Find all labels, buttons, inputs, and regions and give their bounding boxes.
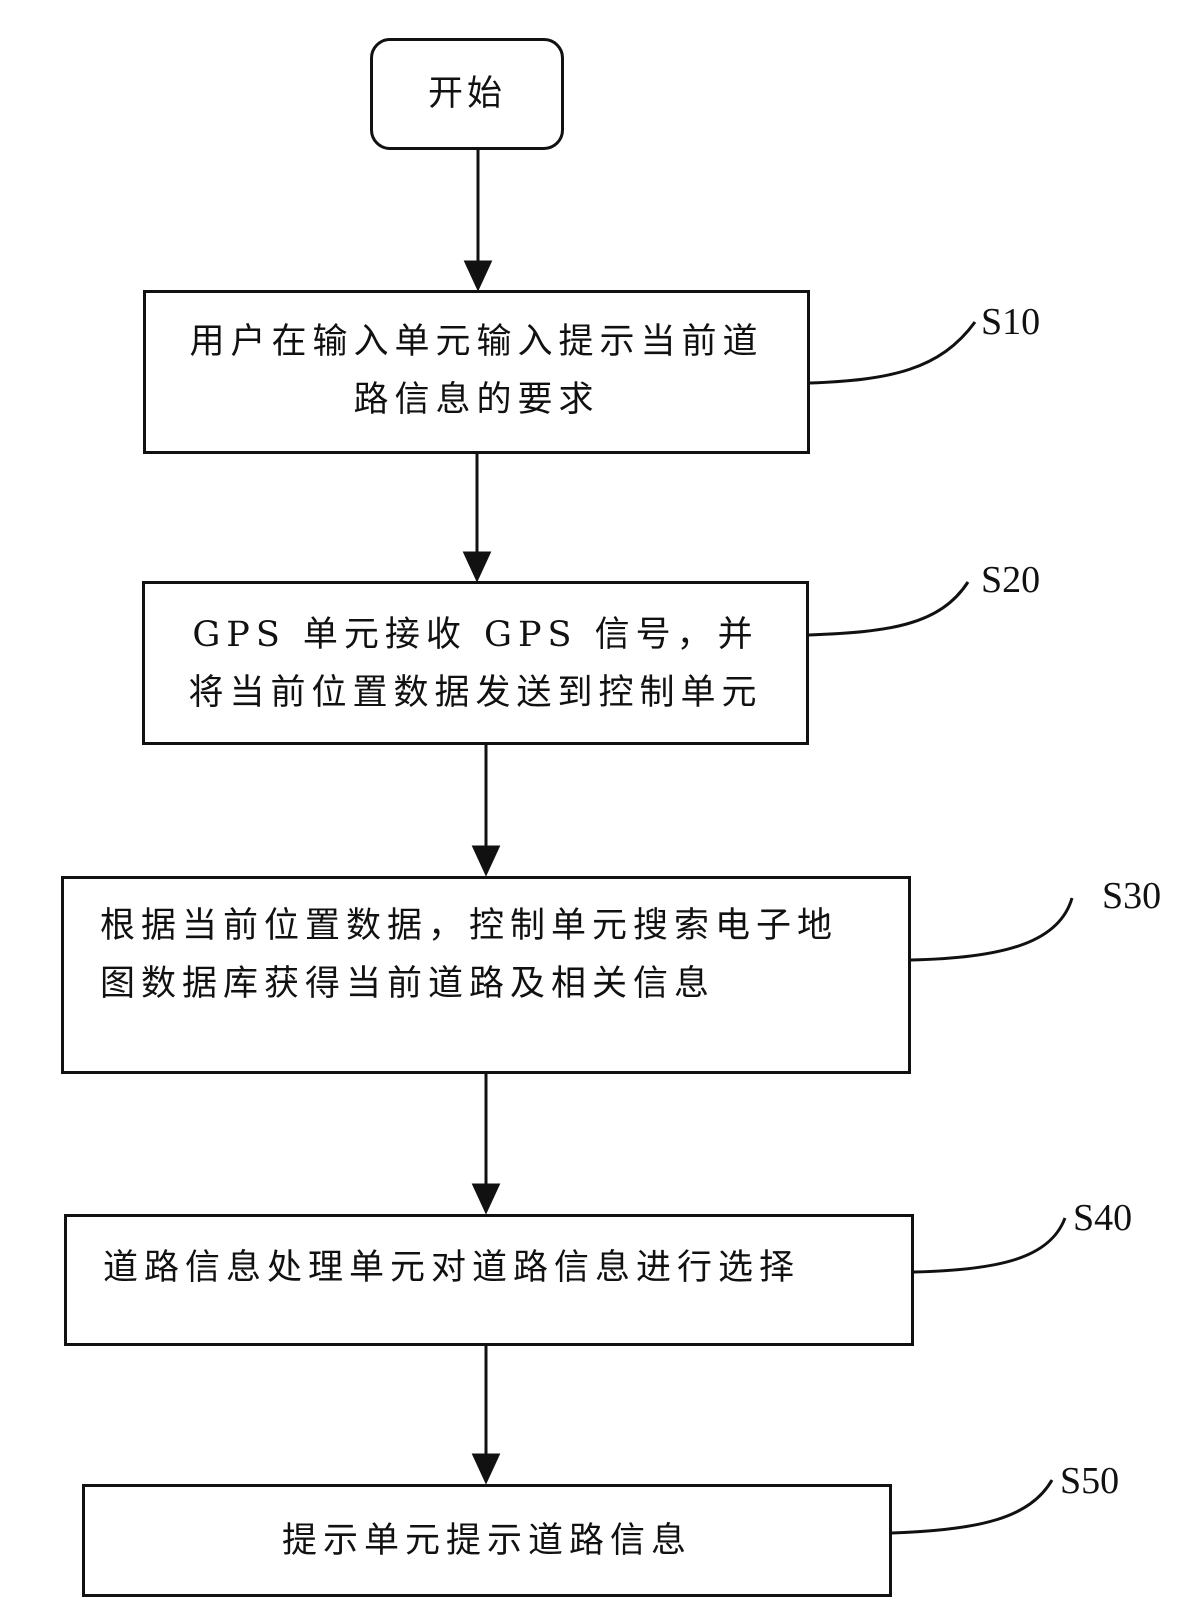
step-s50-label: S50: [1060, 1460, 1120, 1502]
leader-s50: [891, 1479, 1054, 1535]
step-s10-label: S10: [981, 301, 1041, 343]
leader-s20: [808, 581, 970, 637]
step-s50-box: 提示单元提示道路信息: [82, 1484, 892, 1597]
arrowhead-s10: [463, 260, 493, 292]
arrowhead-s40: [471, 1183, 501, 1215]
start-node-label: 开始: [427, 74, 506, 114]
arrowhead-s50: [471, 1453, 501, 1485]
step-s40-text: 道路信息处理单元对道路信息进行选择: [103, 1248, 801, 1288]
step-s30-label: S30: [1102, 875, 1162, 917]
step-s40-label: S40: [1073, 1197, 1133, 1239]
arrowhead-s30: [471, 845, 501, 877]
leader-s30: [910, 897, 1074, 962]
step-s20-label: S20: [981, 559, 1041, 601]
step-s30-box: 根据当前位置数据，控制单元搜索电子地图数据库获得当前道路及相关信息: [61, 876, 911, 1074]
step-s50-text: 提示单元提示道路信息: [281, 1520, 692, 1561]
step-s20-text: GPS 单元接收 GPS 信号，并将当前位置数据发送到控制单元: [188, 615, 763, 713]
step-s10-box: 用户在输入单元输入提示当前道路信息的要求: [143, 290, 810, 454]
leader-s40: [913, 1217, 1067, 1274]
step-s10-text: 用户在输入单元输入提示当前道路信息的要求: [189, 322, 764, 420]
step-s20-box: GPS 单元接收 GPS 信号，并将当前位置数据发送到控制单元: [142, 581, 809, 745]
arrowhead-s20: [462, 551, 492, 583]
step-s40-box: 道路信息处理单元对道路信息进行选择: [64, 1214, 914, 1346]
leader-s10: [809, 321, 977, 385]
start-node: 开始: [370, 38, 564, 150]
step-s30-text: 根据当前位置数据，控制单元搜索电子地图数据库获得当前道路及相关信息: [100, 906, 839, 1004]
